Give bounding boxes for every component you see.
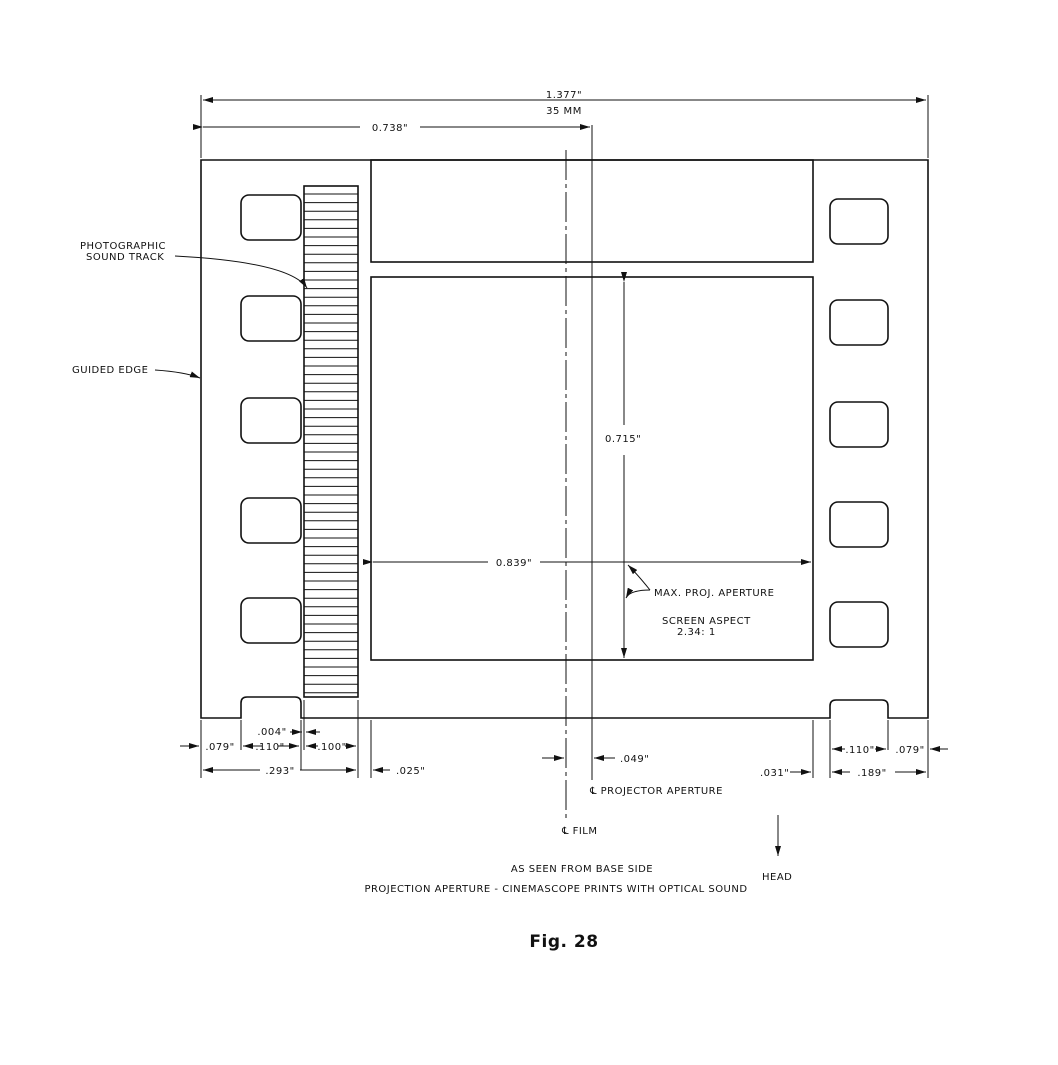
label-film-center: ℄ FILM — [561, 826, 598, 837]
dim-width: 0.839" — [496, 558, 532, 569]
dim-293: .293" — [265, 766, 294, 777]
dim-049: .049" — [620, 754, 649, 765]
label-projector-aperture: ℄ PROJECTOR APERTURE — [589, 786, 723, 797]
perforation — [240, 295, 302, 342]
dim-100: .100" — [317, 742, 346, 753]
label-head: HEAD — [762, 872, 792, 883]
label-sound-track: SOUND TRACK — [86, 252, 164, 263]
dim-110-right: .110" — [845, 745, 874, 756]
caption-line1: AS SEEN FROM BASE SIDE — [511, 864, 653, 875]
dim-to-center: 0.738" — [372, 123, 408, 134]
dim-110-left: .110" — [255, 742, 284, 753]
dim-031: .031" — [760, 768, 789, 779]
dim-total-width: 1.377" — [546, 90, 582, 101]
dim-079-left: .079" — [205, 742, 234, 753]
caption-line2: PROJECTION APERTURE - CINEMASCOPE PRINTS… — [364, 884, 747, 895]
label-screen-aspect: SCREEN ASPECT — [662, 616, 751, 627]
figure-number: Fig. 28 — [529, 932, 598, 952]
perforation — [829, 198, 889, 245]
perforation — [240, 497, 302, 544]
dim-35mm: 35 MM — [546, 106, 582, 117]
label-guided-edge: GUIDED EDGE — [72, 365, 149, 376]
sound-track — [303, 185, 359, 698]
film-strip — [200, 125, 929, 820]
perforation — [829, 601, 889, 648]
dim-189: .189" — [857, 768, 886, 779]
perforation — [240, 397, 302, 444]
dimensions — [154, 95, 948, 856]
perforation — [240, 194, 302, 241]
perforation — [829, 501, 889, 548]
dim-height: 0.715" — [605, 434, 641, 445]
label-max-aperture: MAX. PROJ. APERTURE — [654, 588, 774, 599]
dim-079-right: .079" — [895, 745, 924, 756]
label-photographic: PHOTOGRAPHIC — [80, 241, 166, 252]
perforations — [240, 194, 889, 648]
perforation — [829, 299, 889, 346]
perforation — [240, 597, 302, 644]
label-aspect-ratio: 2.34: 1 — [677, 627, 716, 638]
dim-025: .025" — [396, 766, 425, 777]
perforation — [829, 401, 889, 448]
dim-004: .004" — [257, 727, 286, 738]
